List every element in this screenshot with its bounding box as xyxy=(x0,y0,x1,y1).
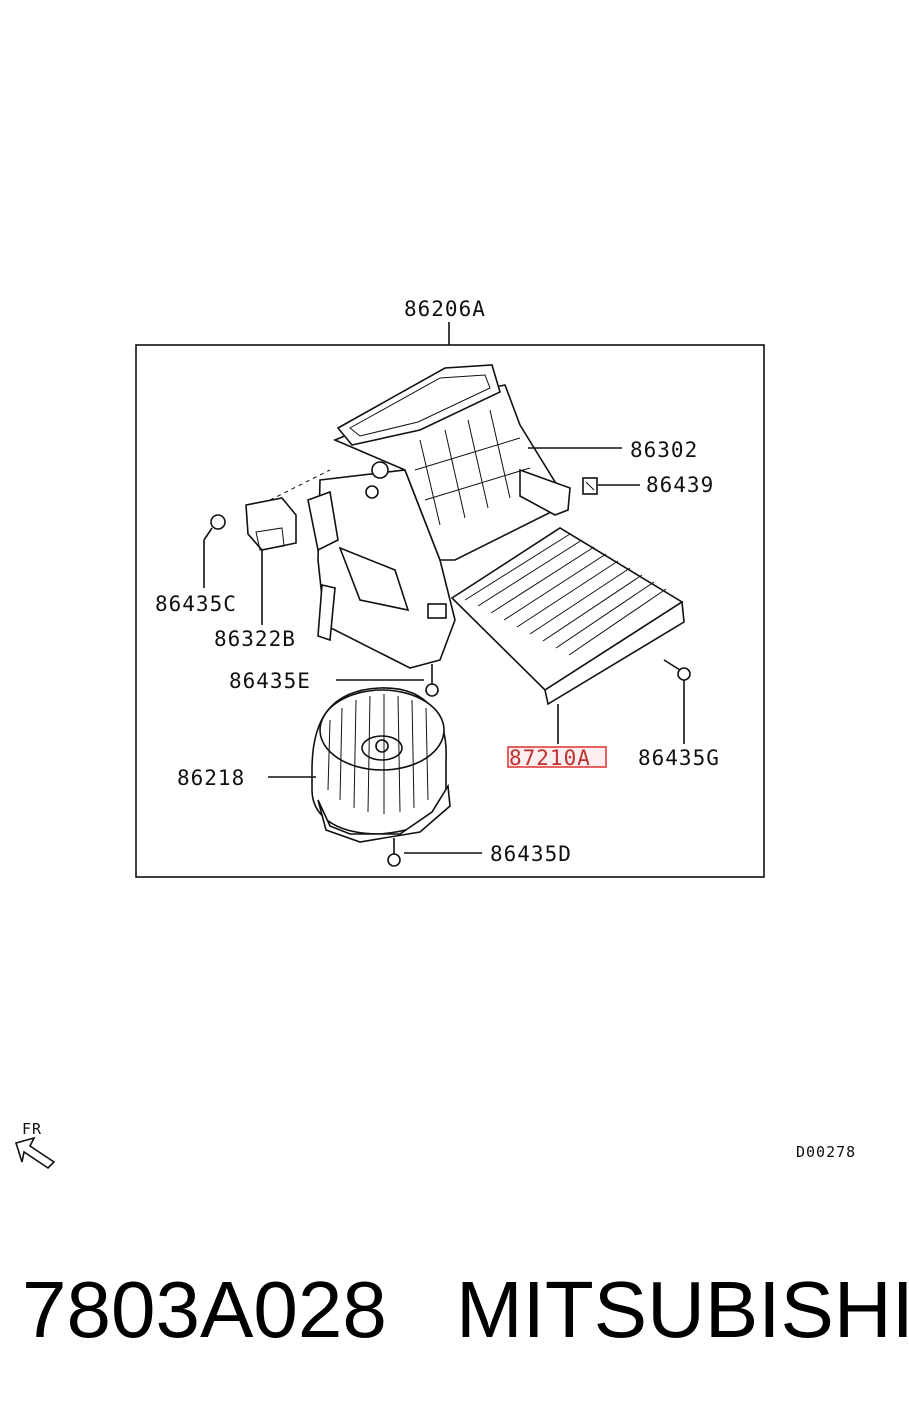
label-screw-e[interactable]: 86435E xyxy=(229,669,311,693)
screw-d-drawing xyxy=(387,838,401,867)
label-resistor[interactable]: 86322B xyxy=(214,627,296,651)
resistor-drawing xyxy=(245,497,297,551)
screw-e-drawing xyxy=(425,664,439,697)
blower-case-drawing xyxy=(269,364,571,669)
front-arrow-icon xyxy=(14,1136,56,1170)
label-screw-d[interactable]: 86435D xyxy=(490,842,572,866)
cabin-filter-drawing xyxy=(450,527,685,706)
label-filter[interactable]: 87210A xyxy=(509,746,591,770)
label-motor[interactable]: 86218 xyxy=(177,766,245,790)
screw-g-drawing xyxy=(663,659,691,681)
part-number: 7803A028 xyxy=(22,1265,387,1354)
label-screw-g[interactable]: 86435G xyxy=(638,746,720,770)
blower-motor-drawing xyxy=(311,687,451,843)
screw-c-drawing xyxy=(203,514,226,541)
label-screw-c[interactable]: 86435C xyxy=(155,592,237,616)
filter-highlight-box xyxy=(507,746,607,768)
direction-label: FR xyxy=(22,1120,42,1138)
label-case[interactable]: 86302 xyxy=(630,438,698,462)
label-clip[interactable]: 86439 xyxy=(646,473,714,497)
callout-frame xyxy=(135,344,765,878)
clip-drawing xyxy=(582,477,598,495)
brand-name: MITSUBISHI xyxy=(456,1265,909,1354)
diagram-code: D00278 xyxy=(796,1143,856,1161)
label-housing[interactable]: 86206A xyxy=(404,297,486,321)
